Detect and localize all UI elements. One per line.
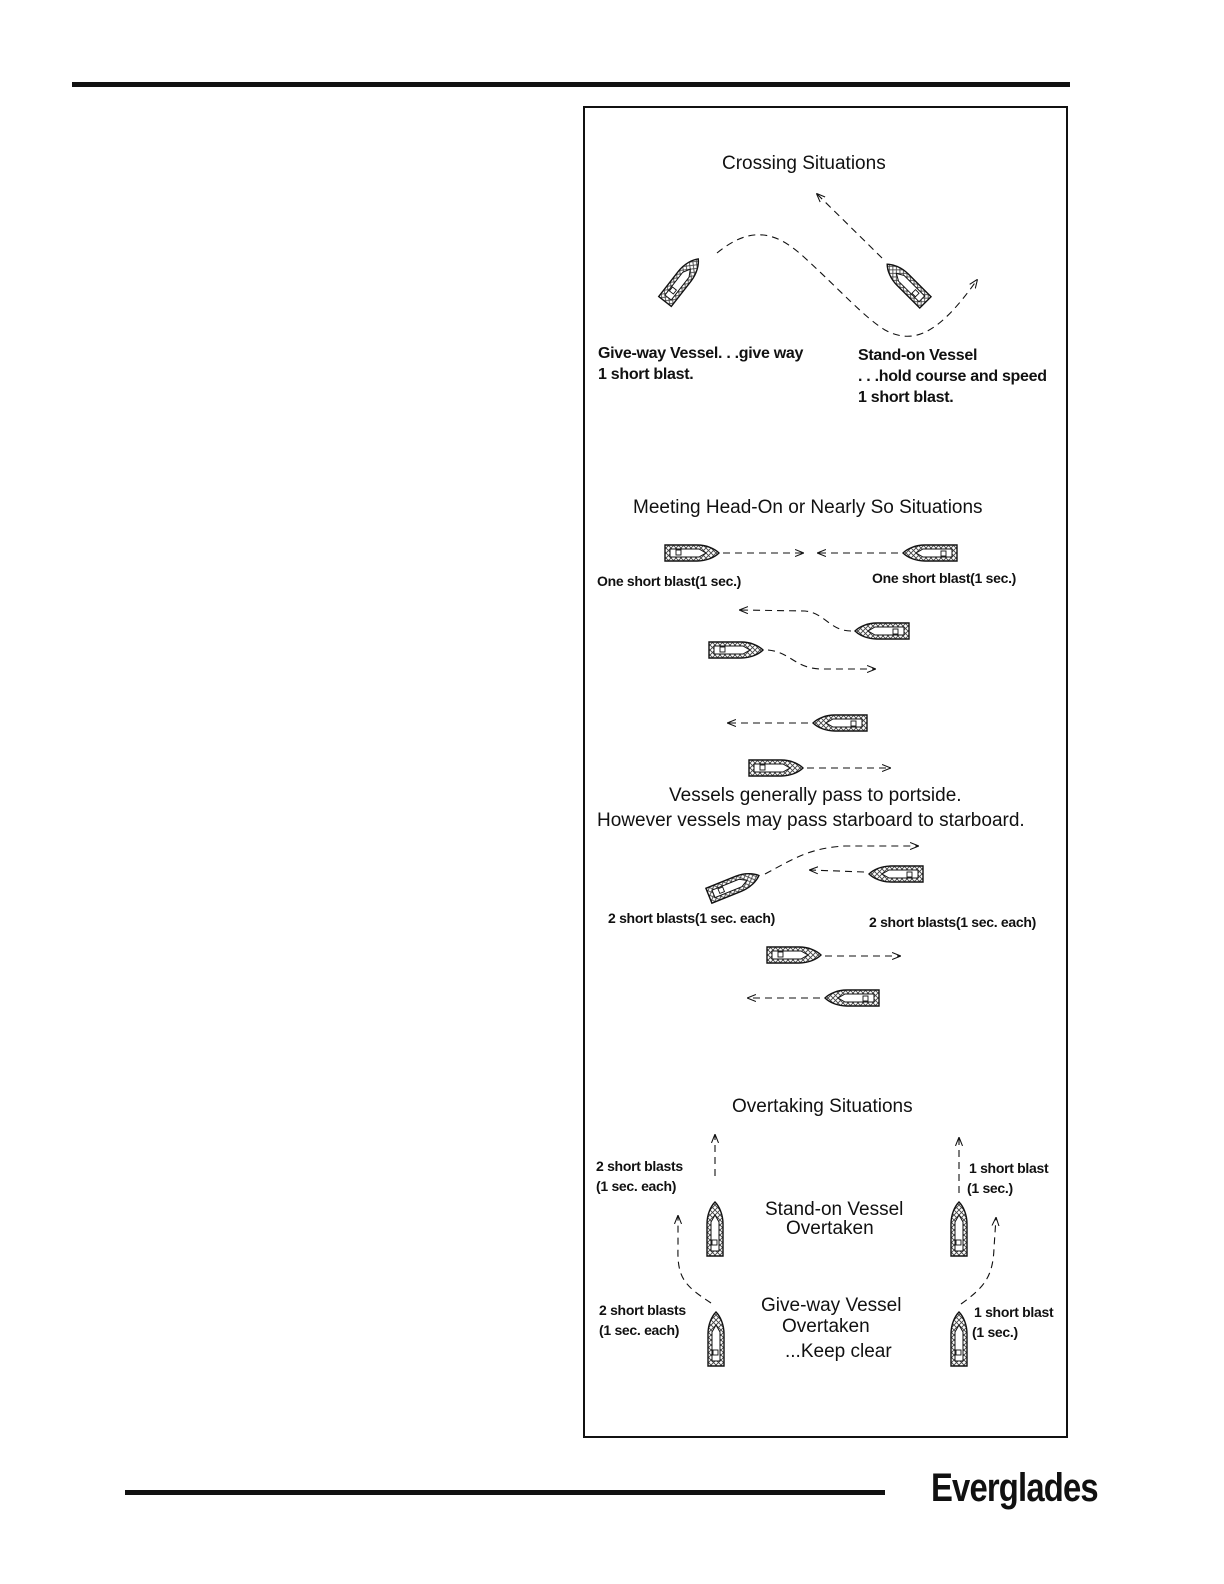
header-rule <box>72 82 1070 87</box>
giveway-label-line1: Give-way Vessel. . .give way <box>598 345 804 362</box>
meeting-note-line1: Vessels generally pass to portside. <box>669 785 962 806</box>
footer-rule <box>125 1490 885 1495</box>
meeting-left-signal: One short blast(1 sec.) <box>597 573 742 589</box>
overtaken-boat-left-icon <box>706 1201 724 1257</box>
meeting-note-line2: However vessels may pass starboard to st… <box>597 810 1025 831</box>
starboard-pass-boat-east-icon <box>868 865 924 883</box>
overtaking-tr-line2: (1 sec.) <box>967 1180 1013 1196</box>
passing-boat-east-icon <box>812 714 868 732</box>
diagram-canvas <box>657 108 1070 1367</box>
overtaking-br-line2: (1 sec.) <box>972 1324 1018 1340</box>
overtaken-boat-right-icon <box>950 1201 968 1257</box>
overtaking-bl-line1: 2 short blasts <box>599 1302 686 1318</box>
brand-logo: Everglades <box>930 1466 1099 1510</box>
standon-label-line1: Stand-on Vessel <box>858 347 978 364</box>
meeting-diagram <box>664 544 958 1007</box>
overtaking-br-line1: 1 short blast <box>974 1304 1054 1320</box>
crossing-title: Crossing Situations <box>722 153 886 174</box>
overtaking-boat-right-icon <box>950 1311 968 1367</box>
overtaking-tl-line1: 2 short blasts <box>596 1158 683 1174</box>
overtaking-diagram <box>678 1135 996 1367</box>
overtaking-tr-line1: 1 short blast <box>969 1160 1049 1176</box>
standon-overtaken-line1: Stand-on Vessel <box>765 1199 904 1220</box>
overtaking-boat-left-icon <box>707 1311 725 1367</box>
port-pass-boat-west-icon <box>708 641 764 659</box>
meeting-boat-west-icon <box>664 544 720 562</box>
starboard-boat-east-icon <box>824 989 880 1007</box>
navigation-rules-panel: Crossing Situations Give-way Vessel. . .… <box>583 106 1068 1438</box>
overtaking-title: Overtaking Situations <box>732 1096 913 1117</box>
meeting-left-signal2: 2 short blasts(1 sec. each) <box>608 910 775 926</box>
giveway-overtaken-line1: Give-way Vessel <box>761 1295 902 1316</box>
overtaking-bl-line2: (1 sec. each) <box>599 1322 680 1338</box>
giveway-overtaken-line3: ...Keep clear <box>785 1341 892 1362</box>
port-pass-boat-east-icon <box>854 622 910 640</box>
standon-overtaken-line2: Overtaken <box>786 1218 874 1239</box>
giveway-course-line <box>716 234 977 337</box>
standon-boat-icon <box>880 257 932 309</box>
meeting-right-signal: One short blast(1 sec.) <box>872 570 1017 586</box>
starboard-pass-boat-west-icon <box>705 867 763 904</box>
giveway-overtaken-line2: Overtaken <box>782 1316 870 1337</box>
meeting-boat-east-icon <box>902 544 958 562</box>
overtaking-tl-line2: (1 sec. each) <box>596 1178 677 1194</box>
standon-label-line2: . . .hold course and speed <box>858 368 1047 385</box>
giveway-boat-icon <box>657 253 706 308</box>
crossing-diagram <box>657 194 977 337</box>
giveway-label-line2: 1 short blast. <box>598 366 694 383</box>
standon-course-line <box>817 194 883 259</box>
meeting-title: Meeting Head-On or Nearly So Situations <box>633 497 983 518</box>
passing-boat-west-icon <box>748 759 804 777</box>
standon-label-line3: 1 short blast. <box>858 389 954 406</box>
meeting-right-signal2: 2 short blasts(1 sec. each) <box>869 914 1036 930</box>
starboard-boat-west-icon <box>766 946 822 964</box>
